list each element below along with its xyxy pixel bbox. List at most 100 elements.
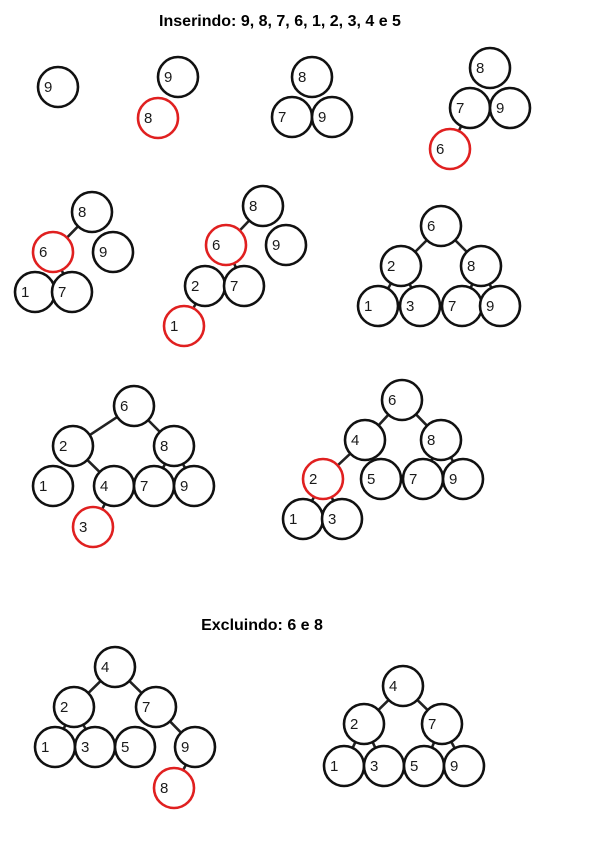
tree-node-label: 7 [58, 284, 66, 301]
tree-node-label: 8 [427, 432, 435, 449]
tree-node-new [71, 505, 115, 549]
tree-node [113, 725, 157, 769]
tree-edge [169, 720, 182, 734]
tree-node-label: 9 [450, 758, 458, 775]
tree-node [342, 702, 386, 746]
tree-node-label: 5 [410, 758, 418, 775]
tree-edge [377, 413, 390, 427]
tree-node [380, 378, 424, 422]
tree-node [70, 190, 114, 234]
tree-node-label: 9 [272, 237, 280, 254]
tree-node-label: 3 [370, 758, 378, 775]
tree-node-label: 4 [351, 432, 359, 449]
tree-node-label: 4 [100, 478, 108, 495]
tree-node [359, 457, 403, 501]
tree-node-label: 1 [170, 318, 178, 335]
tree-node-label: 8 [476, 60, 484, 77]
tree-node-label: 2 [350, 716, 358, 733]
tree-node-label: 2 [309, 471, 317, 488]
tree-edge [147, 419, 161, 433]
tree-edge [66, 225, 79, 239]
tree-node [381, 664, 425, 708]
tree-node-label: 9 [496, 100, 504, 117]
tree-node-label: 3 [79, 519, 87, 536]
tree-node-label: 2 [387, 258, 395, 275]
tree-edge [415, 413, 428, 427]
tree-node-label: 1 [39, 478, 47, 495]
tree-node-new [162, 304, 206, 348]
tree-node-label: 8 [298, 69, 306, 86]
tree-edge [89, 415, 118, 437]
tree-node-label: 9 [164, 69, 172, 86]
tree-node-label: 7 [428, 716, 436, 733]
tree-node-label: 3 [81, 739, 89, 756]
tree-node-label: 8 [144, 110, 152, 127]
tree-node-label: 7 [230, 278, 238, 295]
tree-node-label: 7 [448, 298, 456, 315]
tree-node [441, 457, 485, 501]
tree-node-label: 4 [101, 659, 109, 676]
tree-node-label: 8 [78, 204, 86, 221]
tree-edge [414, 239, 428, 253]
tree-node [442, 744, 486, 788]
tree-node-label: 9 [181, 739, 189, 756]
tree-node-label: 3 [406, 298, 414, 315]
tree-node-label: 5 [367, 471, 375, 488]
tree-node-label: 4 [389, 678, 397, 695]
tree-node-label: 9 [449, 471, 457, 488]
tree-node [398, 284, 442, 328]
tree-node [31, 464, 75, 508]
tree-edge [87, 680, 102, 694]
tree-node-label: 2 [191, 278, 199, 295]
tree-node-label: 9 [44, 79, 52, 96]
tree-node-label: 3 [328, 511, 336, 528]
tree-node [91, 230, 135, 274]
tree-node [419, 418, 463, 462]
tree-node-label: 9 [486, 298, 494, 315]
tree-node-label: 6 [436, 141, 444, 158]
delete-heading: Excluindo: 6 e 8 [201, 617, 323, 634]
tree-node-label: 2 [60, 699, 68, 716]
tree-node-new [204, 223, 248, 267]
tree-node-label: 1 [41, 739, 49, 756]
tree-node-label: 9 [318, 109, 326, 126]
tree-node-new [31, 230, 75, 274]
tree-node [420, 702, 464, 746]
tree-node [134, 685, 178, 729]
tree-node [222, 264, 266, 308]
tree-node-label: 9 [180, 478, 188, 495]
tree-node [112, 384, 156, 428]
tree-node-label: 7 [142, 699, 150, 716]
tree-edge [86, 459, 101, 473]
tree-node [419, 204, 463, 248]
tree-node [264, 223, 308, 267]
tree-node [173, 725, 217, 769]
tree-node-new [428, 127, 472, 171]
tree-t2: 98 [136, 55, 200, 140]
tree-node-label: 8 [249, 198, 257, 215]
tree-node-label: 2 [59, 438, 67, 455]
tree-node [356, 284, 400, 328]
tree-edge [454, 239, 468, 253]
tree-node-label: 7 [409, 471, 417, 488]
tree-node [93, 645, 137, 689]
tree-node-label: 6 [388, 392, 396, 409]
tree-node-new [301, 457, 345, 501]
tree-node-label: 9 [99, 244, 107, 261]
tree-node-label: 1 [21, 284, 29, 301]
tree-edge [238, 219, 251, 232]
tree-node [488, 86, 532, 130]
tree-node [468, 46, 512, 90]
insert-heading: Inserindo: 9, 8, 7, 6, 1, 2, 3, 4 e 5 [159, 13, 401, 30]
tree-node [343, 418, 387, 462]
tree-node [50, 270, 94, 314]
tree-node [379, 244, 423, 288]
tree-node-new [136, 96, 180, 140]
